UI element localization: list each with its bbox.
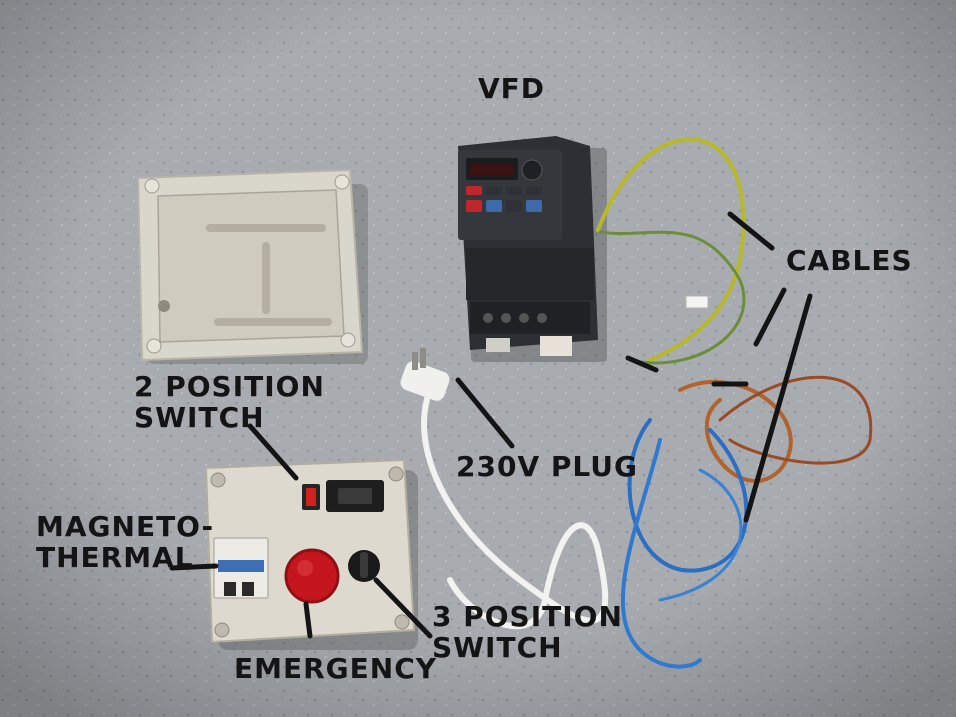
magnetothermal-label-line2: THERMAL	[36, 540, 194, 574]
emergency-label: EMERGENCY	[234, 652, 438, 685]
annotation-lines	[169, 211, 813, 639]
three-position-switch-label-line2: SWITCH	[432, 630, 563, 664]
power-plug	[400, 348, 609, 630]
two-position-switch-label-line1: 2 POSITION	[134, 370, 325, 403]
plug-label: 230V PLUG	[456, 450, 638, 483]
enclosure-box	[136, 168, 368, 364]
two-position-switch-label: 2 POSITION SWITCH	[134, 370, 325, 434]
vfd-unit	[458, 136, 607, 362]
magnetothermal-label-line1: MAGNETO-	[36, 510, 215, 543]
three-position-switch-label-line1: 3 POSITION	[432, 600, 623, 633]
cables-label: CABLES	[786, 244, 913, 277]
control-box	[204, 458, 418, 650]
vfd-label: VFD	[478, 72, 546, 105]
two-position-switch-label-line2: SWITCH	[134, 400, 265, 434]
magnetothermal-label: MAGNETO- THERMAL	[36, 510, 215, 574]
loose-cables	[596, 137, 873, 669]
three-position-switch-label: 3 POSITION SWITCH	[432, 600, 623, 664]
